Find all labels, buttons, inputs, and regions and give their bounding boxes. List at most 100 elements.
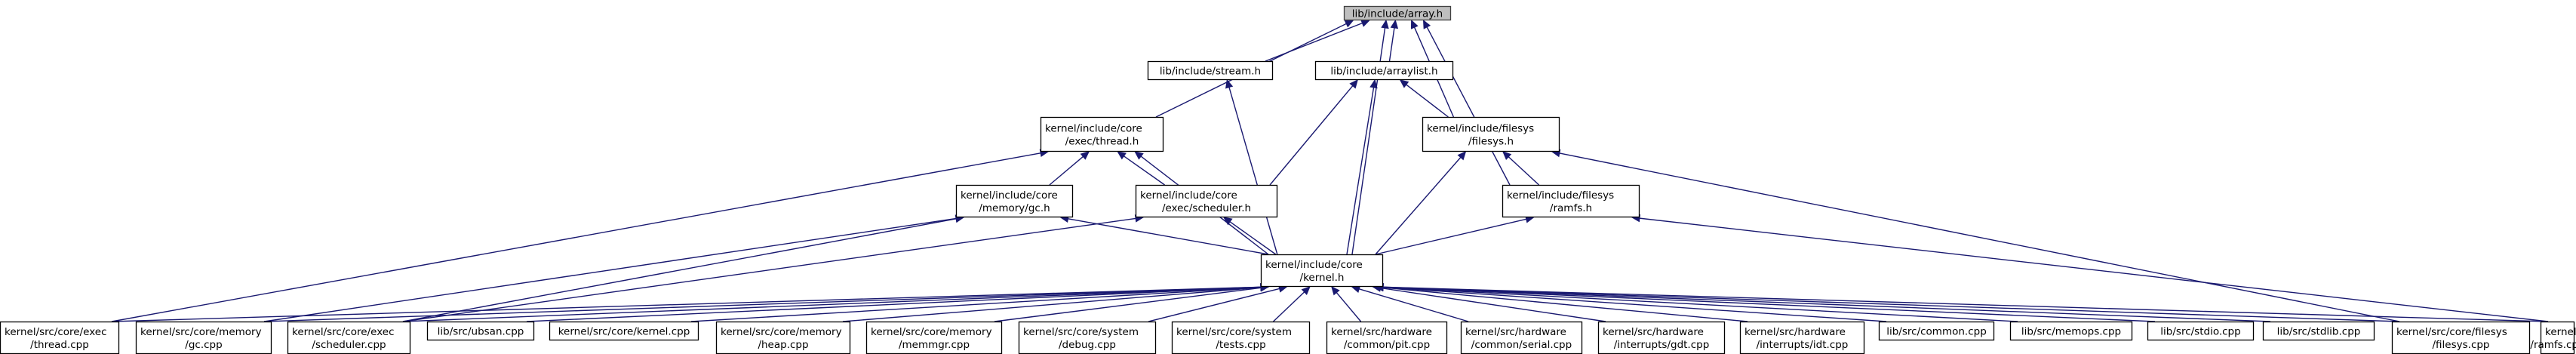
edge-line: [1124, 155, 1166, 186]
edge-line: [1388, 27, 1395, 62]
node-debug-cpp[interactable]: kernel/src/core/system/debug.cpp: [1018, 321, 1157, 354]
edge-scheduler_h-to-arraylist_h: [1269, 79, 1358, 186]
node-heap-cpp[interactable]: kernel/src/core/memory/heap.cpp: [715, 321, 851, 354]
node-label: kernel/src/core/memory: [871, 326, 992, 338]
node-memmgr-cpp[interactable]: kernel/src/core/memory/memmgr.cpp: [865, 321, 1003, 354]
node-gdt-cpp[interactable]: kernel/src/hardware/interrupts/gdt.cpp: [1597, 321, 1726, 354]
edge-line: [1382, 286, 2018, 322]
edge-scheduler_cpp-to-gc_h: [402, 214, 965, 322]
edge-filesys_h-to-arraylist_h: [1399, 79, 1449, 118]
node-label: lib/include/arraylist.h: [1330, 66, 1437, 78]
node-ramfs-cpp[interactable]: kernel/src/core/filesys/ramfs.cpp: [2530, 321, 2576, 354]
node-scheduler-h[interactable]: kernel/include/core/exec/scheduler.h: [1135, 184, 1278, 218]
arrow-head: [1457, 151, 1467, 161]
edge-line: [1049, 155, 1084, 186]
edge-line: [1269, 85, 1354, 186]
node-stdio-cpp[interactable]: lib/src/stdio.cpp: [2147, 321, 2255, 341]
node-label: lib/include/array.h: [1352, 8, 1443, 20]
node-common-cpp[interactable]: lib/src/common.cpp: [1878, 321, 1995, 341]
arrow-head: [1301, 286, 1311, 296]
node-label: /exec/thread.h: [1065, 136, 1139, 148]
edge-kernel_h-to-scheduler_h: [1222, 217, 1277, 255]
node-memops-cpp[interactable]: lib/src/memops.cpp: [2009, 321, 2133, 341]
node-label: /kernel.h: [1300, 272, 1345, 284]
edge-line: [1265, 22, 1363, 62]
edge-line: [1380, 287, 1606, 322]
edge-arraylist_h-to-array_h: [1388, 19, 1399, 62]
node-label: /ramfs.h: [1550, 202, 1592, 214]
arrow-head: [1422, 19, 1431, 29]
arrow-head: [1360, 19, 1370, 27]
node-box: [955, 184, 1074, 218]
node-label: /common/serial.cpp: [1471, 339, 1572, 351]
node-label: /filesys.cpp: [2432, 339, 2489, 351]
node-label: kernel/include/core: [1140, 189, 1237, 202]
node-box: [287, 321, 411, 354]
node-box: [1878, 321, 1995, 341]
node-label: kernel/src/hardware: [1603, 326, 1704, 338]
node-box: [1260, 254, 1384, 288]
edge-kernel_h-to-array_h: [1351, 19, 1389, 255]
edge-thread_cpp-to-kernel_h: [111, 283, 1270, 322]
edge-line: [1382, 286, 2156, 322]
node-idt-cpp[interactable]: kernel/src/hardware/interrupts/idt.cpp: [1739, 321, 1865, 354]
node-filesys-h[interactable]: kernel/include/filesys/filesys.h: [1422, 116, 1560, 152]
node-label: kernel/src/core/system: [1023, 326, 1139, 338]
nodes-layer: lib/include/array.h lib/include/stream.h l…: [0, 5, 2576, 354]
node-gc-cpp[interactable]: kernel/src/core/memory/gc.cpp: [135, 321, 272, 354]
edge-ramfs_cpp-to-kernel_h: [1374, 283, 2549, 322]
node-label: lib/src/common.cpp: [1886, 326, 1987, 338]
node-filesys-cpp[interactable]: kernel/src/core/filesys/filesys.cpp: [2391, 321, 2531, 354]
edge-line: [1559, 152, 2400, 322]
node-label: lib/src/memops.cpp: [2021, 326, 2121, 338]
edge-stdio_cpp-to-kernel_h: [1374, 283, 2156, 322]
node-box: [2391, 321, 2531, 354]
node-label: kernel/include/core: [1045, 123, 1142, 135]
node-scheduler-cpp[interactable]: kernel/src/core/exec/scheduler.cpp: [287, 321, 411, 354]
node-box: [2262, 321, 2375, 341]
edge-line: [111, 152, 1041, 322]
arrow-head: [1344, 20, 1354, 28]
node-pit-cpp[interactable]: kernel/src/hardware/common/pit.cpp: [1326, 321, 1448, 354]
node-thread-cpp[interactable]: kernel/src/core/exec/thread.cpp: [0, 321, 120, 354]
node-kernel-h[interactable]: kernel/include/core/kernel.h: [1260, 254, 1384, 288]
node-stdlib-cpp[interactable]: lib/src/stdlib.cpp: [2262, 321, 2375, 341]
node-thread-h[interactable]: kernel/include/core/exec/thread.h: [1040, 116, 1164, 152]
node-label: /heap.cpp: [758, 339, 808, 351]
node-array-h[interactable]: lib/include/array.h: [1343, 5, 1452, 21]
edge-line: [263, 286, 1262, 322]
node-label: kernel/include/core: [961, 189, 1058, 202]
edge-line: [994, 287, 1262, 322]
edge-stream_h-to-array_h: [1265, 19, 1370, 62]
node-label: /interrupts/gdt.cpp: [1614, 339, 1710, 351]
edge-ubsan_cpp-to-kernel_h: [526, 283, 1270, 322]
node-ubsan-cpp[interactable]: lib/src/ubsan.cpp: [426, 321, 535, 341]
edge-line: [1426, 26, 1511, 186]
edge-line: [402, 217, 1136, 322]
node-tests-cpp[interactable]: kernel/src/core/system/tests.cpp: [1171, 321, 1311, 354]
node-label: kernel/src/core/filesys: [2396, 326, 2507, 338]
node-label: /scheduler.cpp: [312, 339, 386, 351]
node-box: [1343, 5, 1452, 21]
node-gc-h[interactable]: kernel/include/core/memory/gc.h: [955, 184, 1074, 218]
node-label: kernel/src/hardware: [1331, 326, 1432, 338]
node-box: [1171, 321, 1311, 354]
node-kernel-cpp[interactable]: kernel/src/core/kernel.cpp: [549, 321, 699, 341]
edge-line: [1375, 218, 1526, 255]
edge-tests_cpp-to-kernel_h: [1273, 286, 1311, 322]
node-label: /exec/scheduler.h: [1162, 202, 1251, 214]
node-label: /ramfs.cpp: [2530, 339, 2576, 351]
node-box: [426, 321, 535, 341]
node-box: [1502, 184, 1640, 218]
arrow-head: [1502, 151, 1512, 160]
node-serial-cpp[interactable]: kernel/src/hardware/common/serial.cpp: [1460, 321, 1583, 354]
node-ramfs-h[interactable]: kernel/include/filesys/ramfs.h: [1502, 184, 1640, 218]
node-label: /thread.cpp: [30, 339, 89, 351]
edge-kernel_h-to-arraylist_h: [1346, 78, 1378, 255]
node-stream-h[interactable]: lib/include/stream.h: [1147, 60, 1274, 81]
edge-line: [1148, 288, 1280, 322]
node-arraylist-h[interactable]: lib/include/arraylist.h: [1314, 60, 1454, 81]
edge-line: [1639, 217, 2549, 322]
node-box: [2009, 321, 2133, 341]
node-box: [1314, 60, 1454, 81]
